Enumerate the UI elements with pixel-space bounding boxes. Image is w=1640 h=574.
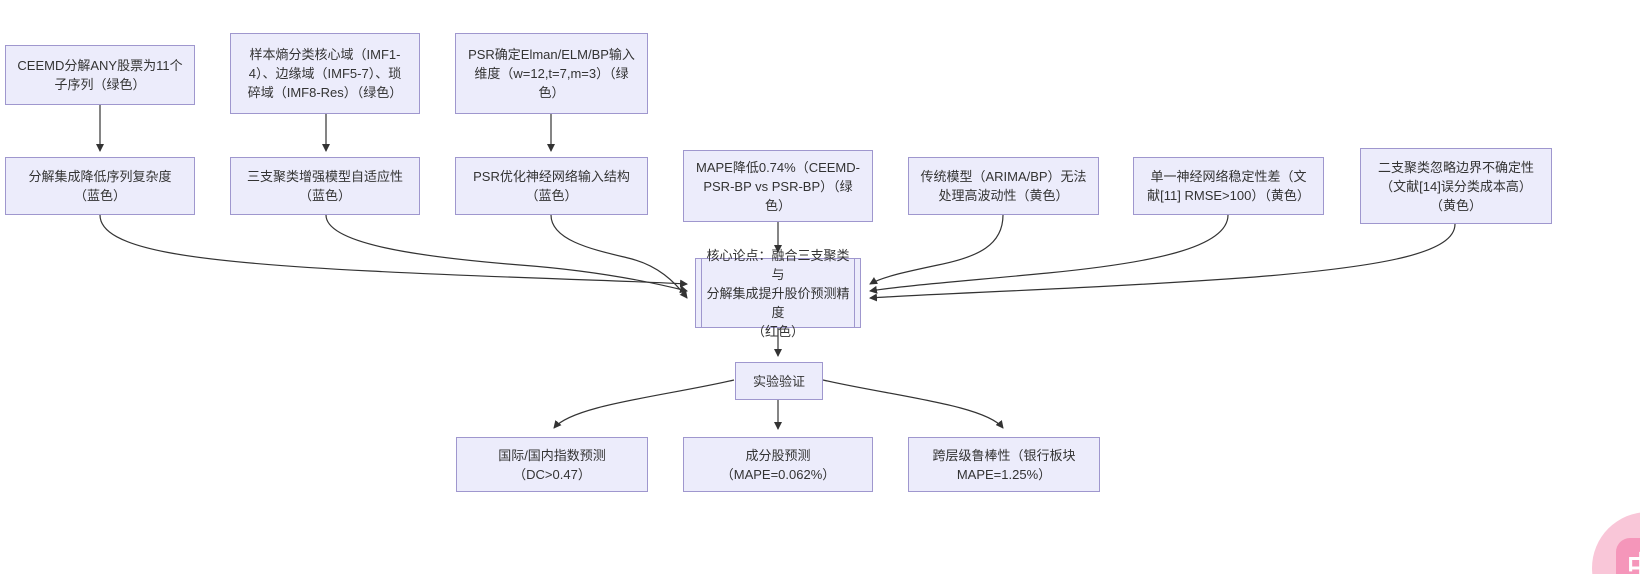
node-three-way-clustering: 三支聚类增强模型自适应性 （蓝色） (230, 157, 420, 215)
node-two-way-clustering: 二支聚类忽略边界不确定性 （文献[14]误分类成本高） （黄色） (1360, 148, 1552, 224)
node-cross-level-robustness: 跨层级鲁棒性（银行板块 MAPE=1.25%） (908, 437, 1100, 492)
node-psr-optimize: PSR优化神经网络输入结构 （蓝色） (455, 157, 648, 215)
node-experiment-validation: 实验验证 (735, 362, 823, 400)
edge-experiment-indexpred (553, 379, 735, 429)
node-stock-prediction: 成分股预测 （MAPE=0.062%） (683, 437, 873, 492)
edge-traditional-core (869, 214, 1004, 285)
node-core-thesis: 核心论点：融合三支聚类与 分解集成提升股价预测精度 （红色） (695, 248, 861, 339)
edge-singlenn-core (869, 214, 1229, 294)
edge-twoway-core (869, 223, 1456, 302)
translate-badge-icon: 中A (1616, 538, 1640, 574)
translate-badge[interactable]: 中A (1592, 512, 1640, 574)
translate-badge-label: 中A (1627, 545, 1640, 574)
node-single-nn-instability: 单一神经网络稳定性差（文 献[11] RMSE>100）（黄色） (1133, 157, 1324, 215)
node-psr-input-dimension: PSR确定Elman/ELM/BP输入 维度（w=12,t=7,m=3）（绿 色… (455, 33, 648, 114)
edge-experiment-robust (822, 379, 1004, 429)
node-decomposition-ensemble: 分解集成降低序列复杂度 （蓝色） (5, 157, 195, 215)
node-sample-entropy: 样本熵分类核心域（IMF1- 4）、边缘域（IMF5-7）、琐 碎域（IMF8-… (230, 33, 420, 114)
edge-psropt-core (550, 214, 688, 299)
edge-decomp-core (99, 214, 688, 288)
node-index-prediction: 国际/国内指数预测 （DC>0.47） (456, 437, 648, 492)
node-traditional-model: 传统模型（ARIMA/BP）无法 处理高波动性（黄色） (908, 157, 1099, 215)
node-mape-reduction: MAPE降低0.74%（CEEMD- PSR-BP vs PSR-BP）（绿 色… (683, 150, 873, 222)
node-ceemd-decompose: CEEMD分解ANY股票为11个 子序列（绿色） (5, 45, 195, 105)
edge-threeway-core (325, 214, 688, 294)
